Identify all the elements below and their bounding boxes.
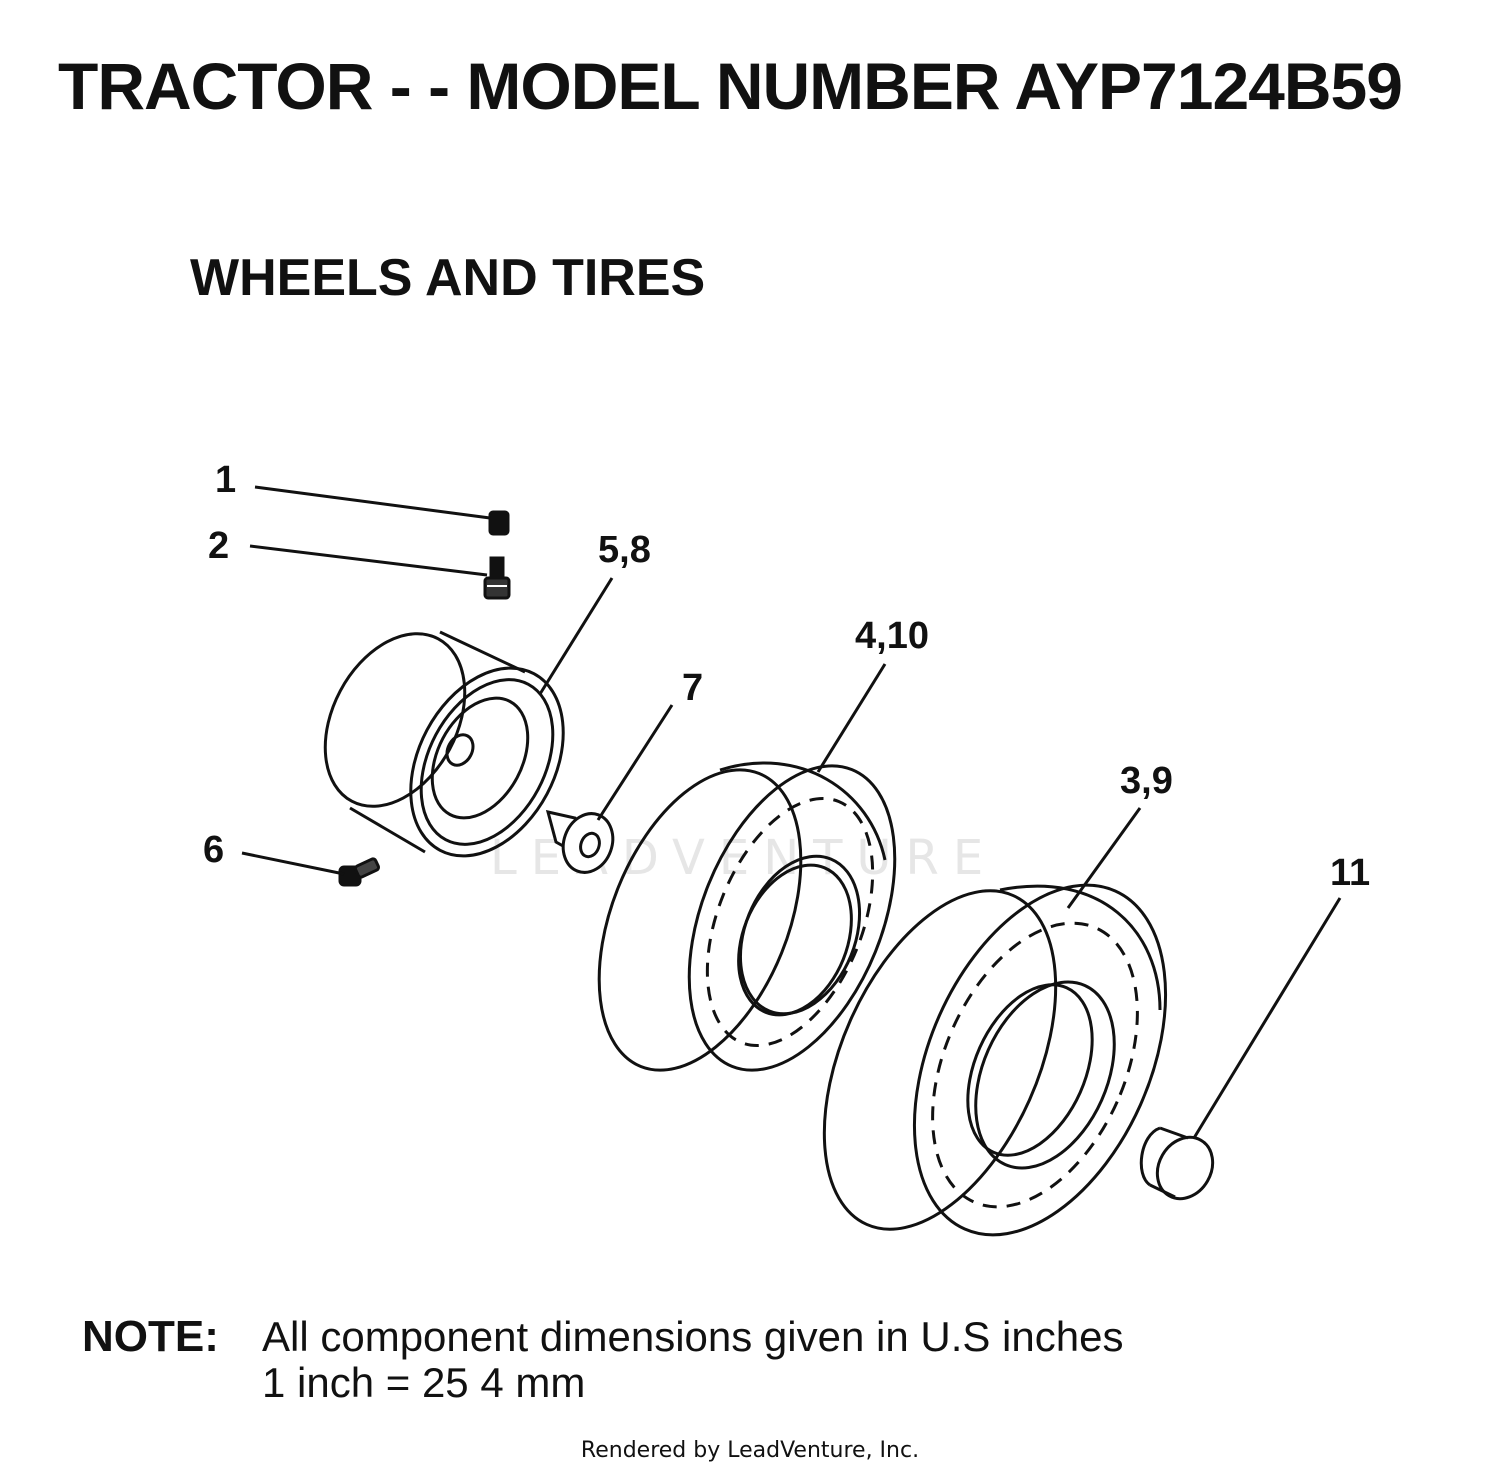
grease-fitting-part (338, 857, 381, 887)
valve-cap-part (488, 510, 510, 536)
note-label: NOTE: (82, 1312, 219, 1361)
hub-cap-part (1139, 1125, 1215, 1201)
callout-4-10: 4,10 (855, 615, 929, 657)
callout-1: 1 (215, 459, 236, 501)
note-text: All component dimensions given in U.S in… (262, 1314, 1123, 1406)
callout-5-8: 5,8 (598, 529, 651, 571)
callout-7: 7 (682, 667, 703, 709)
valve-stem-part (483, 556, 511, 600)
credit-text: Rendered by LeadVenture, Inc. (580, 1438, 920, 1463)
note-line-1: All component dimensions given in U.S in… (262, 1313, 1124, 1360)
section-title: WHEELS AND TIRES (190, 249, 706, 307)
front-tire-part (597, 761, 897, 1072)
leader-lines (241, 485, 1342, 1139)
rear-tire-part (822, 883, 1168, 1237)
callout-11: 11 (1330, 852, 1370, 894)
page-title: TRACTOR - - MODEL NUMBER AYP7124B59 (58, 49, 1403, 123)
callout-3-9: 3,9 (1120, 760, 1173, 802)
callout-6: 6 (203, 829, 224, 871)
parts-diagram: 1 2 5,8 4,10 7 3,9 6 11 (203, 459, 1370, 1237)
note-line-2: 1 inch = 25 4 mm (262, 1359, 586, 1406)
bushing-part (545, 809, 615, 874)
callout-2: 2 (208, 525, 229, 567)
wheel-rim-part (323, 630, 565, 858)
